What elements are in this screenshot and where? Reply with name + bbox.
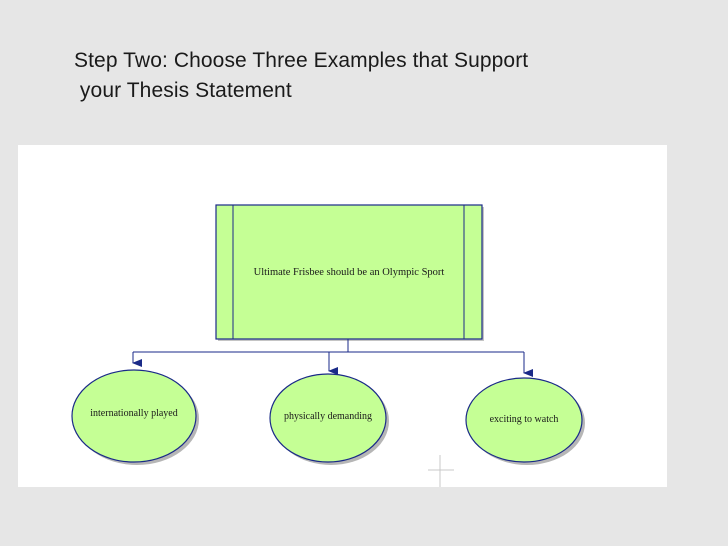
example-1: internationally played (71, 369, 199, 465)
example-3: exciting to watch (465, 377, 585, 465)
thesis-box: Ultimate Frisbee should be an Olympic Sp… (215, 204, 484, 341)
thesis-text: Ultimate Frisbee should be an Olympic Sp… (254, 267, 445, 278)
example-2-text: physically demanding (284, 411, 372, 422)
diagram-panel: Ultimate Frisbee should be an Olympic Sp… (18, 145, 667, 487)
slide-title: Step Two: Choose Three Examples that Sup… (74, 46, 528, 106)
slide-title-line-2: your Thesis Statement (74, 79, 292, 102)
example-1-text: internationally played (90, 408, 177, 419)
crosshair-mark (428, 455, 454, 487)
slide-title-line-1: Step Two: Choose Three Examples that Sup… (74, 49, 529, 72)
connectors (132, 339, 533, 377)
thesis-diagram: Ultimate Frisbee should be an Olympic Sp… (71, 204, 585, 487)
example-3-text: exciting to watch (490, 414, 559, 425)
example-2: physically demanding (269, 373, 389, 465)
